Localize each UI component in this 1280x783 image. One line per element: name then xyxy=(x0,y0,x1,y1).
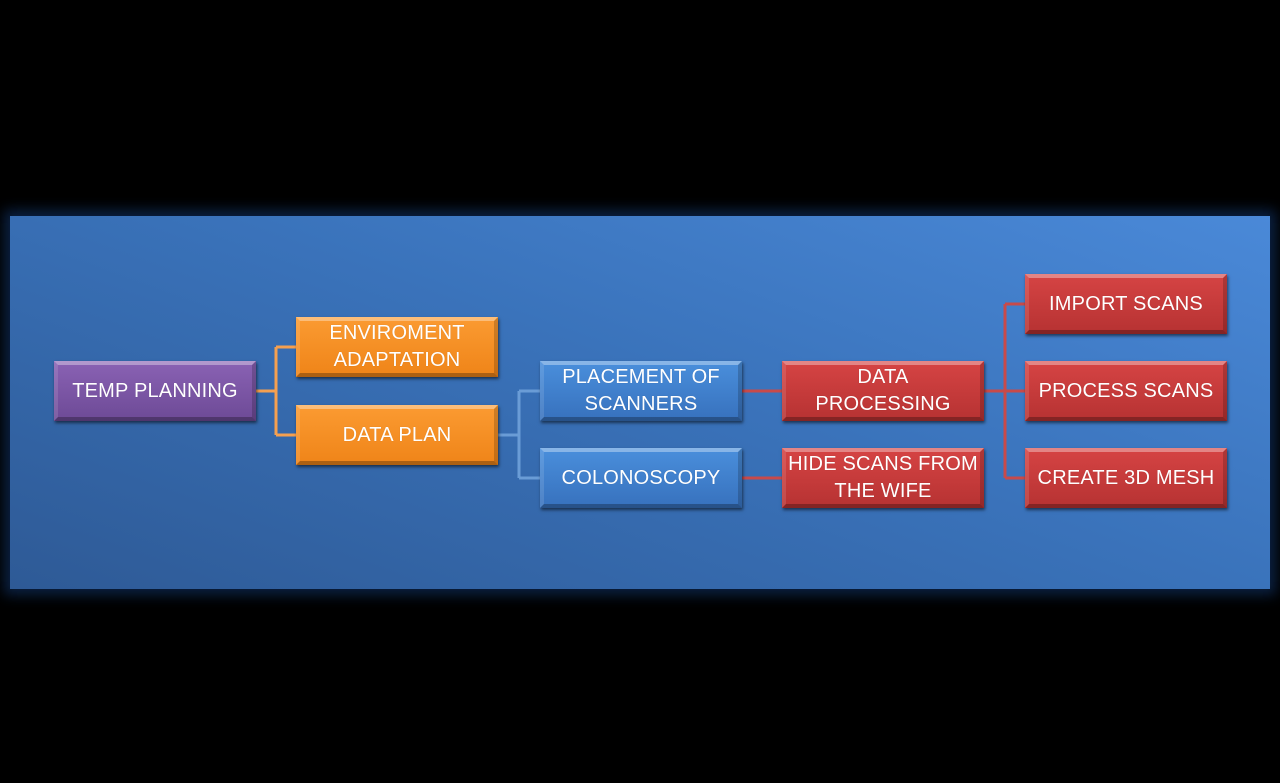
node-process-scans[interactable]: PROCESS SCANS xyxy=(1025,361,1227,421)
node-placement-of-scanners[interactable]: PLACEMENT OF SCANNERS xyxy=(540,361,742,421)
node-label: PLACEMENT OF SCANNERS xyxy=(562,366,720,415)
node-label: DATA PLAN xyxy=(342,423,452,446)
node-temp-planning[interactable]: TEMP PLANNING xyxy=(54,361,256,421)
node-label: ENVIROMENT ADAPTATION xyxy=(329,322,465,371)
node-label: IMPORT SCANS xyxy=(1049,292,1203,315)
node-label: DATA PROCESSING xyxy=(815,366,951,415)
node-label: HIDE SCANS FROM THE WIFE xyxy=(788,453,978,502)
node-data-plan[interactable]: DATA PLAN xyxy=(296,405,498,465)
node-label: COLONOSCOPY xyxy=(561,466,721,489)
node-hide-scans[interactable]: HIDE SCANS FROM THE WIFE xyxy=(782,448,984,508)
node-colonoscopy[interactable]: COLONOSCOPY xyxy=(540,448,742,508)
node-import-scans[interactable]: IMPORT SCANS xyxy=(1025,274,1227,334)
node-label: CREATE 3D MESH xyxy=(1037,466,1215,489)
node-label: TEMP PLANNING xyxy=(72,379,238,402)
node-enviroment-adaptation[interactable]: ENVIROMENT ADAPTATION xyxy=(296,317,498,377)
node-create-3d-mesh[interactable]: CREATE 3D MESH xyxy=(1025,448,1227,508)
node-data-processing[interactable]: DATA PROCESSING xyxy=(782,361,984,421)
node-label: PROCESS SCANS xyxy=(1038,379,1214,402)
